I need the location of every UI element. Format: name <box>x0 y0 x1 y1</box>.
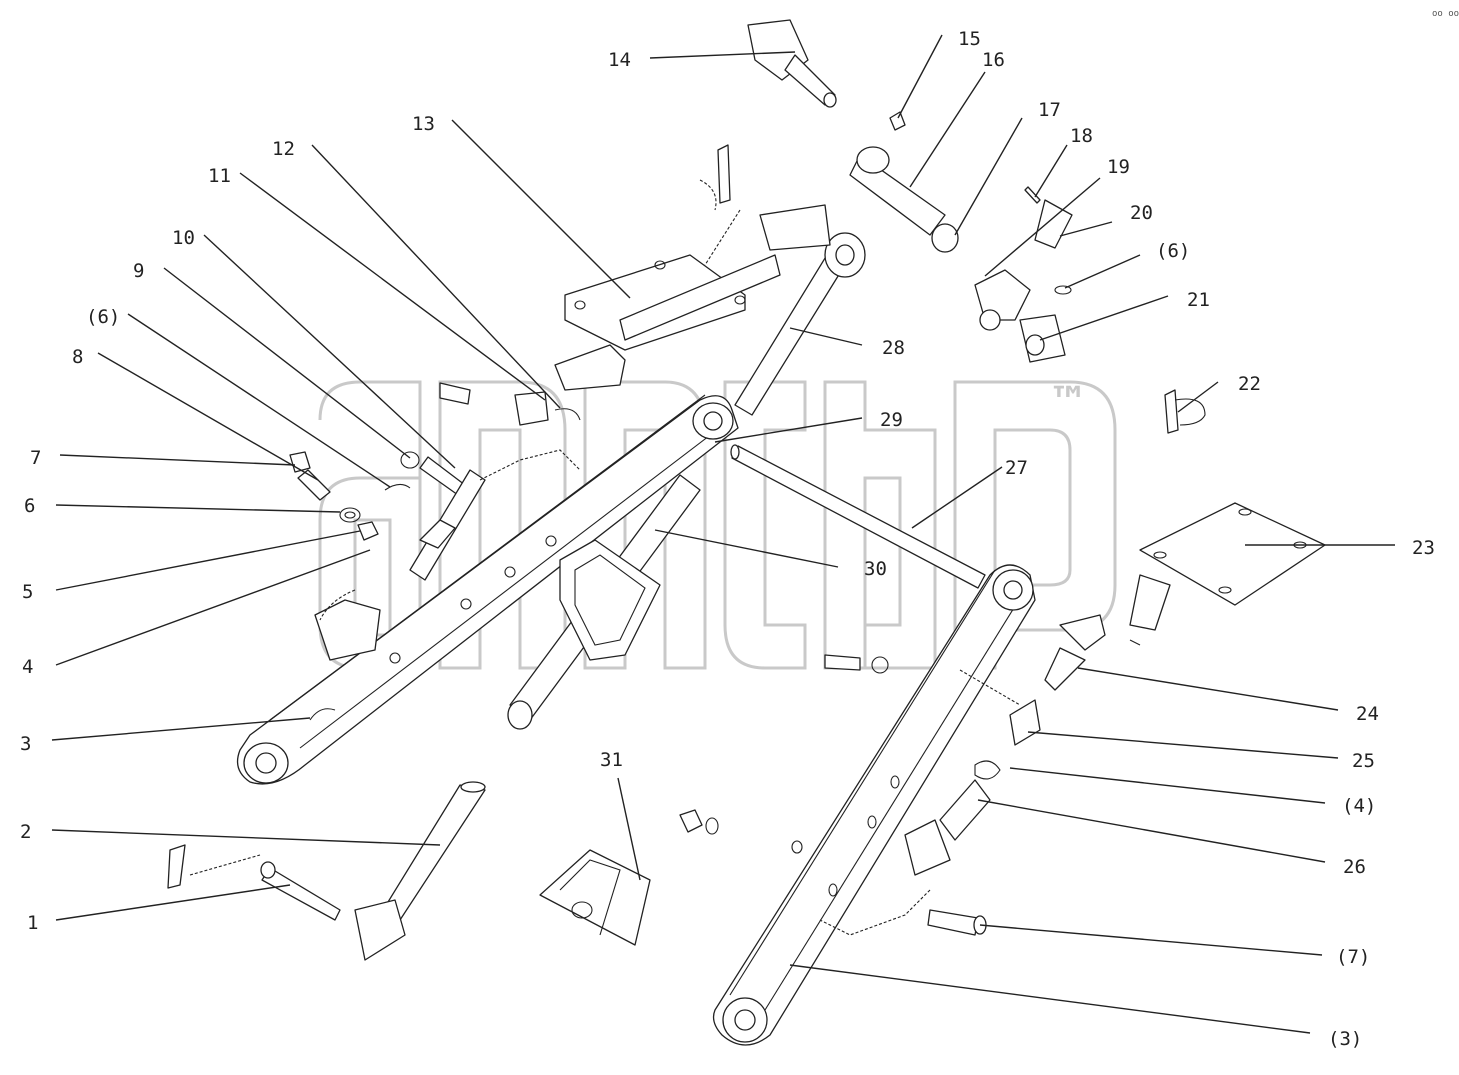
callout-21: 21 <box>1187 289 1210 311</box>
callout-15: 15 <box>958 28 981 50</box>
callout-7-right: (7) <box>1336 946 1370 968</box>
callout-19: 19 <box>1107 156 1130 178</box>
callout-22: 22 <box>1238 373 1261 395</box>
callout-7: 7 <box>30 447 41 469</box>
callout-4-right: (4) <box>1342 795 1376 817</box>
right-lower-link <box>712 564 1036 1046</box>
callout-2: 2 <box>20 821 31 843</box>
callout-5: 5 <box>22 581 33 603</box>
cross-shaft <box>730 444 986 589</box>
callout-13: 13 <box>412 113 435 135</box>
callout-30: 30 <box>864 558 887 580</box>
callout-31: 31 <box>600 749 623 771</box>
callout-6-upper: (6) <box>1156 240 1190 262</box>
parts-24-26 <box>819 614 1106 936</box>
top-link-bracket <box>554 144 781 391</box>
callout-17: 17 <box>1038 99 1061 121</box>
callout-6: 6 <box>24 495 35 517</box>
corner-mark: oo ooo <box>1432 9 1459 19</box>
callout-18: 18 <box>1070 125 1093 147</box>
callout-26: 26 <box>1343 856 1366 878</box>
callout-25: 25 <box>1352 750 1375 772</box>
callout-28: 28 <box>882 337 905 359</box>
stabilizer <box>507 474 701 730</box>
callout-20: 20 <box>1130 202 1153 224</box>
left-lower-link <box>236 394 739 785</box>
part-23-plate <box>1129 502 1326 646</box>
leader-lines <box>51 34 1395 1034</box>
part-31-bracket <box>539 809 719 946</box>
callout-8: 8 <box>72 346 83 368</box>
callout-10: 10 <box>172 227 195 249</box>
parts-1-2 <box>167 781 486 961</box>
callout-6-left: (6) <box>86 306 120 328</box>
top-link <box>734 204 866 416</box>
trademark-symbol: ™ <box>1048 379 1088 425</box>
parts-15-21 <box>849 111 1073 363</box>
callout-11: 11 <box>208 165 231 187</box>
callout-27: 27 <box>1005 457 1028 479</box>
callout-29: 29 <box>880 409 903 431</box>
callout-16: 16 <box>982 49 1005 71</box>
part-22-clip <box>1164 389 1206 434</box>
callout-labels: 14 15 16 17 18 19 20 (6) 21 22 13 12 11 … <box>20 28 1435 1050</box>
callout-23: 23 <box>1412 537 1435 559</box>
parts-4-12 <box>289 382 581 661</box>
callout-3: 3 <box>20 733 31 755</box>
callout-24: 24 <box>1356 703 1379 725</box>
callout-12: 12 <box>272 138 295 160</box>
callout-3-right: (3) <box>1328 1028 1362 1050</box>
callout-4: 4 <box>22 656 33 678</box>
callout-9: 9 <box>133 260 144 282</box>
part-14-pin <box>747 19 837 108</box>
callout-14: 14 <box>608 49 631 71</box>
callout-1: 1 <box>27 912 38 934</box>
